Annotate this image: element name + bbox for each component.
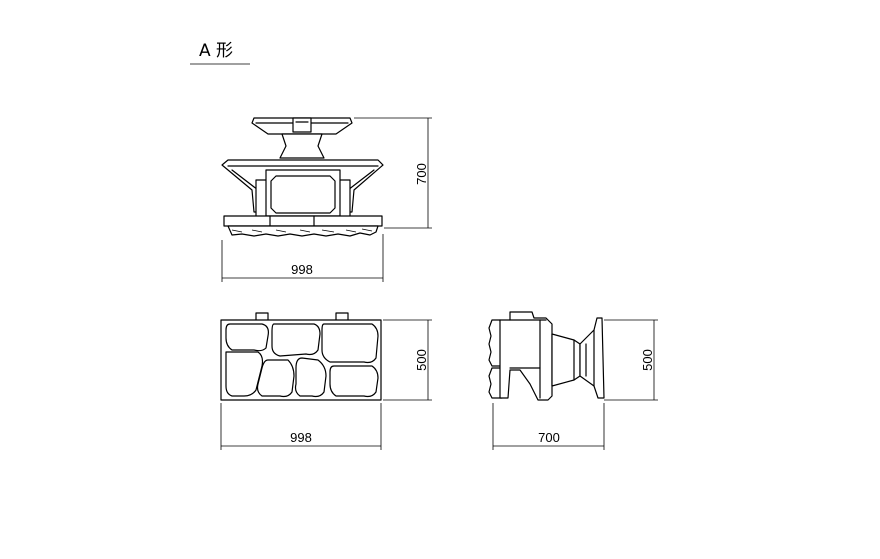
plan-stone-2 [271,323,321,357]
front-width-label: 998 [291,262,313,277]
side-height-label: 500 [640,349,655,371]
title-text: A 形 [199,41,233,61]
plan-depth-dimension: 500 [383,319,432,401]
front-base-slab [223,215,383,227]
title-block: A 形 [190,41,250,65]
plan-depth-label: 500 [414,349,429,371]
side-neck [551,333,581,387]
plan-stone-1 [225,323,269,352]
side-depth-label: 700 [538,430,560,445]
front-height-dimension: 700 [354,117,432,229]
plan-width-dimension: 998 [220,403,382,450]
plan-stone-6 [294,357,327,398]
front-width-dimension: 998 [221,234,384,282]
plan-width-label: 998 [290,430,312,445]
plan-stone-4 [225,351,264,397]
side-depth-dimension: 700 [492,403,605,450]
front-center-window [270,175,336,214]
plan-view [220,312,382,401]
plan-stone-5 [256,359,295,398]
side-height-dimension: 500 [604,319,658,401]
side-main-body [499,311,553,401]
plan-stone-3 [321,323,379,364]
side-view [488,311,605,401]
plan-stone-7 [329,365,379,398]
front-neck [279,133,325,159]
front-view [221,117,384,237]
front-height-label: 700 [414,163,429,185]
side-cap-plate [579,317,605,399]
